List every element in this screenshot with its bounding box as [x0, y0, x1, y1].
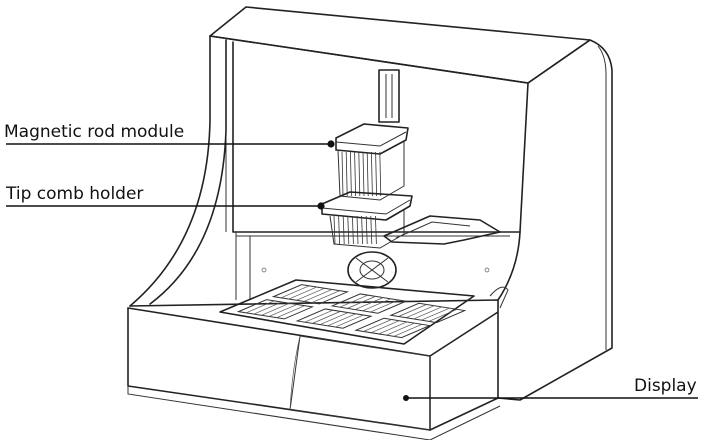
plate-well-row	[347, 296, 376, 309]
rod	[345, 151, 348, 197]
rod	[370, 215, 373, 245]
plates	[236, 284, 467, 339]
plate-well-row	[268, 304, 298, 317]
plate-well-row	[378, 321, 407, 335]
rod	[350, 151, 352, 197]
plate-well-row	[428, 309, 458, 322]
plate-well-row	[413, 306, 442, 320]
plate-well-row	[312, 311, 341, 324]
rod	[361, 215, 363, 245]
rotor	[347, 251, 397, 289]
rod	[366, 151, 369, 197]
rod	[341, 151, 344, 197]
callout-display: Display	[403, 376, 698, 401]
tip-rods	[333, 215, 377, 245]
rod	[375, 151, 377, 197]
rod	[375, 215, 377, 245]
magnetic-rod-module-label: Magnetic rod module	[4, 122, 184, 142]
rod	[347, 215, 350, 245]
rod	[358, 151, 361, 197]
leader-dot	[317, 202, 325, 210]
tip-comb-holder	[321, 191, 501, 249]
rod	[379, 151, 382, 197]
plate	[354, 317, 432, 339]
rod	[356, 215, 359, 245]
display-panel	[289, 335, 431, 431]
rod	[342, 215, 345, 245]
plate-well-row	[339, 294, 368, 308]
plate-well-row	[421, 307, 450, 321]
plate-well-row	[354, 297, 384, 310]
plate-well-row	[319, 312, 349, 325]
plate-well-row	[303, 289, 333, 302]
magnetic-rods	[341, 151, 382, 197]
base-unit	[127, 286, 509, 440]
plate-well-row	[363, 319, 392, 332]
plate-well-row	[246, 300, 275, 314]
callout-tip-comb-holder: Tip comb holder	[5, 184, 325, 210]
plate-well-row	[370, 299, 399, 313]
rod	[333, 215, 336, 245]
plate-deck	[219, 279, 475, 345]
rod	[365, 215, 368, 245]
rod	[371, 151, 373, 197]
plate-well-row	[311, 290, 340, 304]
rod	[362, 151, 365, 197]
plate-well-row	[304, 309, 333, 323]
plate-well-row	[398, 304, 427, 317]
cabinet-body	[129, 6, 613, 401]
rod	[338, 215, 340, 245]
callout-magnetic-rod-module: Magnetic rod module	[4, 122, 335, 148]
plate-well-row	[327, 313, 356, 327]
tip-comb-holder-label: Tip comb holder	[5, 184, 143, 204]
magnetic-rod-module	[335, 123, 409, 201]
plate-well-row	[393, 324, 423, 337]
leader-dot	[327, 140, 335, 148]
rod	[352, 215, 354, 245]
plate	[389, 302, 467, 324]
plate-well-row	[386, 322, 415, 336]
plate-well-row	[276, 305, 305, 319]
guide-rail	[378, 69, 400, 123]
plate-well-row	[281, 285, 310, 299]
leader-dot	[403, 395, 409, 401]
plate-well-row	[253, 301, 282, 315]
plate-well-row	[296, 287, 325, 301]
display-label: Display	[634, 376, 697, 396]
rod	[354, 151, 356, 197]
plate-well-row	[261, 302, 290, 316]
plate-well-row	[335, 314, 364, 328]
plate-well-row	[405, 305, 435, 319]
plate-well-row	[362, 298, 391, 312]
plate-well-row	[288, 286, 317, 300]
plate-well-row	[370, 320, 400, 334]
